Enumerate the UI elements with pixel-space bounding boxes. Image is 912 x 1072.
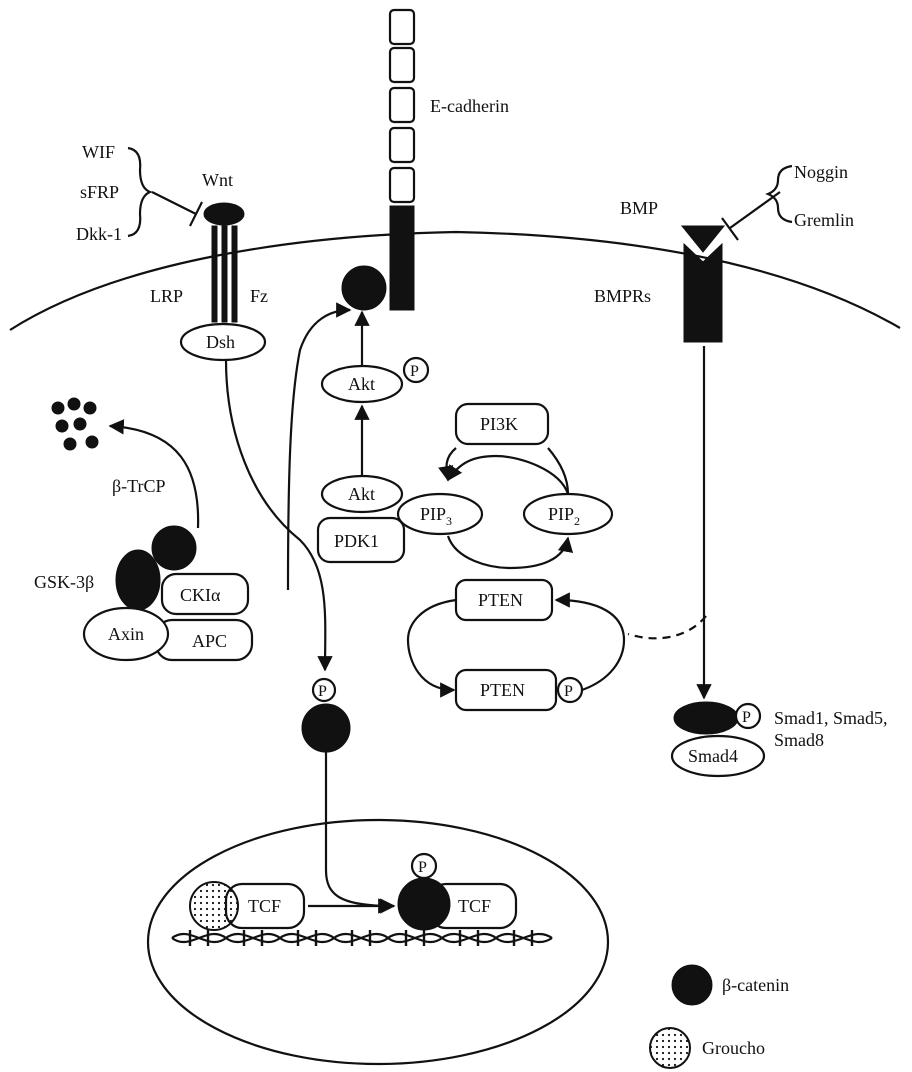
akt-phospho-label: Akt [348,374,375,394]
dsh-label: Dsh [206,332,235,352]
tcf-right-label: TCF [458,896,491,916]
pdk1-label: PDK1 [334,531,379,551]
smad-family-label-1: Smad1, Smad5, [774,708,888,728]
inhibitor-brace-left [128,148,150,236]
beta-catenin-free [302,704,350,752]
smad-family-label-2: Smad8 [774,730,824,750]
bmp-to-pten-dashed [628,616,706,638]
pten-to-pip2-arc [448,536,568,568]
cell-membrane [10,232,900,330]
legend: β-catenin Groucho [650,965,789,1068]
wnt-inhibition-bar [190,202,202,226]
pip-cycle-top [448,456,568,494]
apc-label: APC [192,631,227,651]
pten-cycle-right [556,600,624,690]
axin-label: Axin [108,624,144,644]
legend-groucho-swatch [650,1028,690,1068]
e-cadherin-label: E-cadherin [430,96,509,116]
dkk1-label: Dkk-1 [76,224,122,244]
smad4-label: Smad4 [688,746,738,766]
tcf-left-label: TCF [248,896,281,916]
lrp-fz-receptor [212,226,237,322]
bmp-label: BMP [620,198,658,218]
smad-phospho-node [674,702,738,734]
pi3k-cycle-arc [446,448,568,494]
pten-label: PTEN [478,590,523,610]
inhibitor-brace-right [768,166,792,222]
pten-phospho-label: PTEN [480,680,525,700]
akt-phospho-badge-label: P [410,363,419,380]
pten-phospho-badge-label: P [564,683,573,700]
degraded-beta-catenin [52,398,98,450]
wnt-label: Wnt [202,170,233,190]
beta-catenin-membrane [342,266,386,310]
bmp-receptor [684,244,722,342]
legend-beta-catenin-swatch [672,965,712,1005]
gsk3b-node [116,550,160,610]
sfrp-label: sFRP [80,182,119,202]
wnt-inhibition-line [152,192,196,214]
beta-catenin-complex [152,526,196,570]
groucho-node [190,882,238,930]
pten-cycle-left [408,600,456,690]
smad-phospho-badge-label: P [742,709,751,726]
nuclear-import-path [326,752,392,906]
noggin-label: Noggin [794,162,848,182]
lrp-label: LRP [150,286,183,306]
ckia-label: CKIα [180,585,221,605]
e-cadherin-receptor [390,10,414,310]
legend-beta-catenin-label: β-catenin [722,975,789,995]
pi3k-label: PI3K [480,414,518,434]
gremlin-label: Gremlin [794,210,854,230]
phospho-badge-nuclear-label: P [418,859,427,876]
dna-helix [172,930,552,946]
btrcp-label: β-TrCP [112,476,166,496]
wif-label: WIF [82,142,115,162]
bmp-inhibition-bar [722,218,738,240]
akt-label: Akt [348,484,375,504]
beta-catenin-nuclear [398,878,450,930]
gsk3b-label: GSK-3β [34,572,94,592]
legend-groucho-label: Groucho [702,1038,765,1058]
bmprs-label: BMPRs [594,286,651,306]
fz-label: Fz [250,286,268,306]
wnt-ligand [204,203,244,225]
phospho-badge-catenin-label: P [318,683,327,700]
